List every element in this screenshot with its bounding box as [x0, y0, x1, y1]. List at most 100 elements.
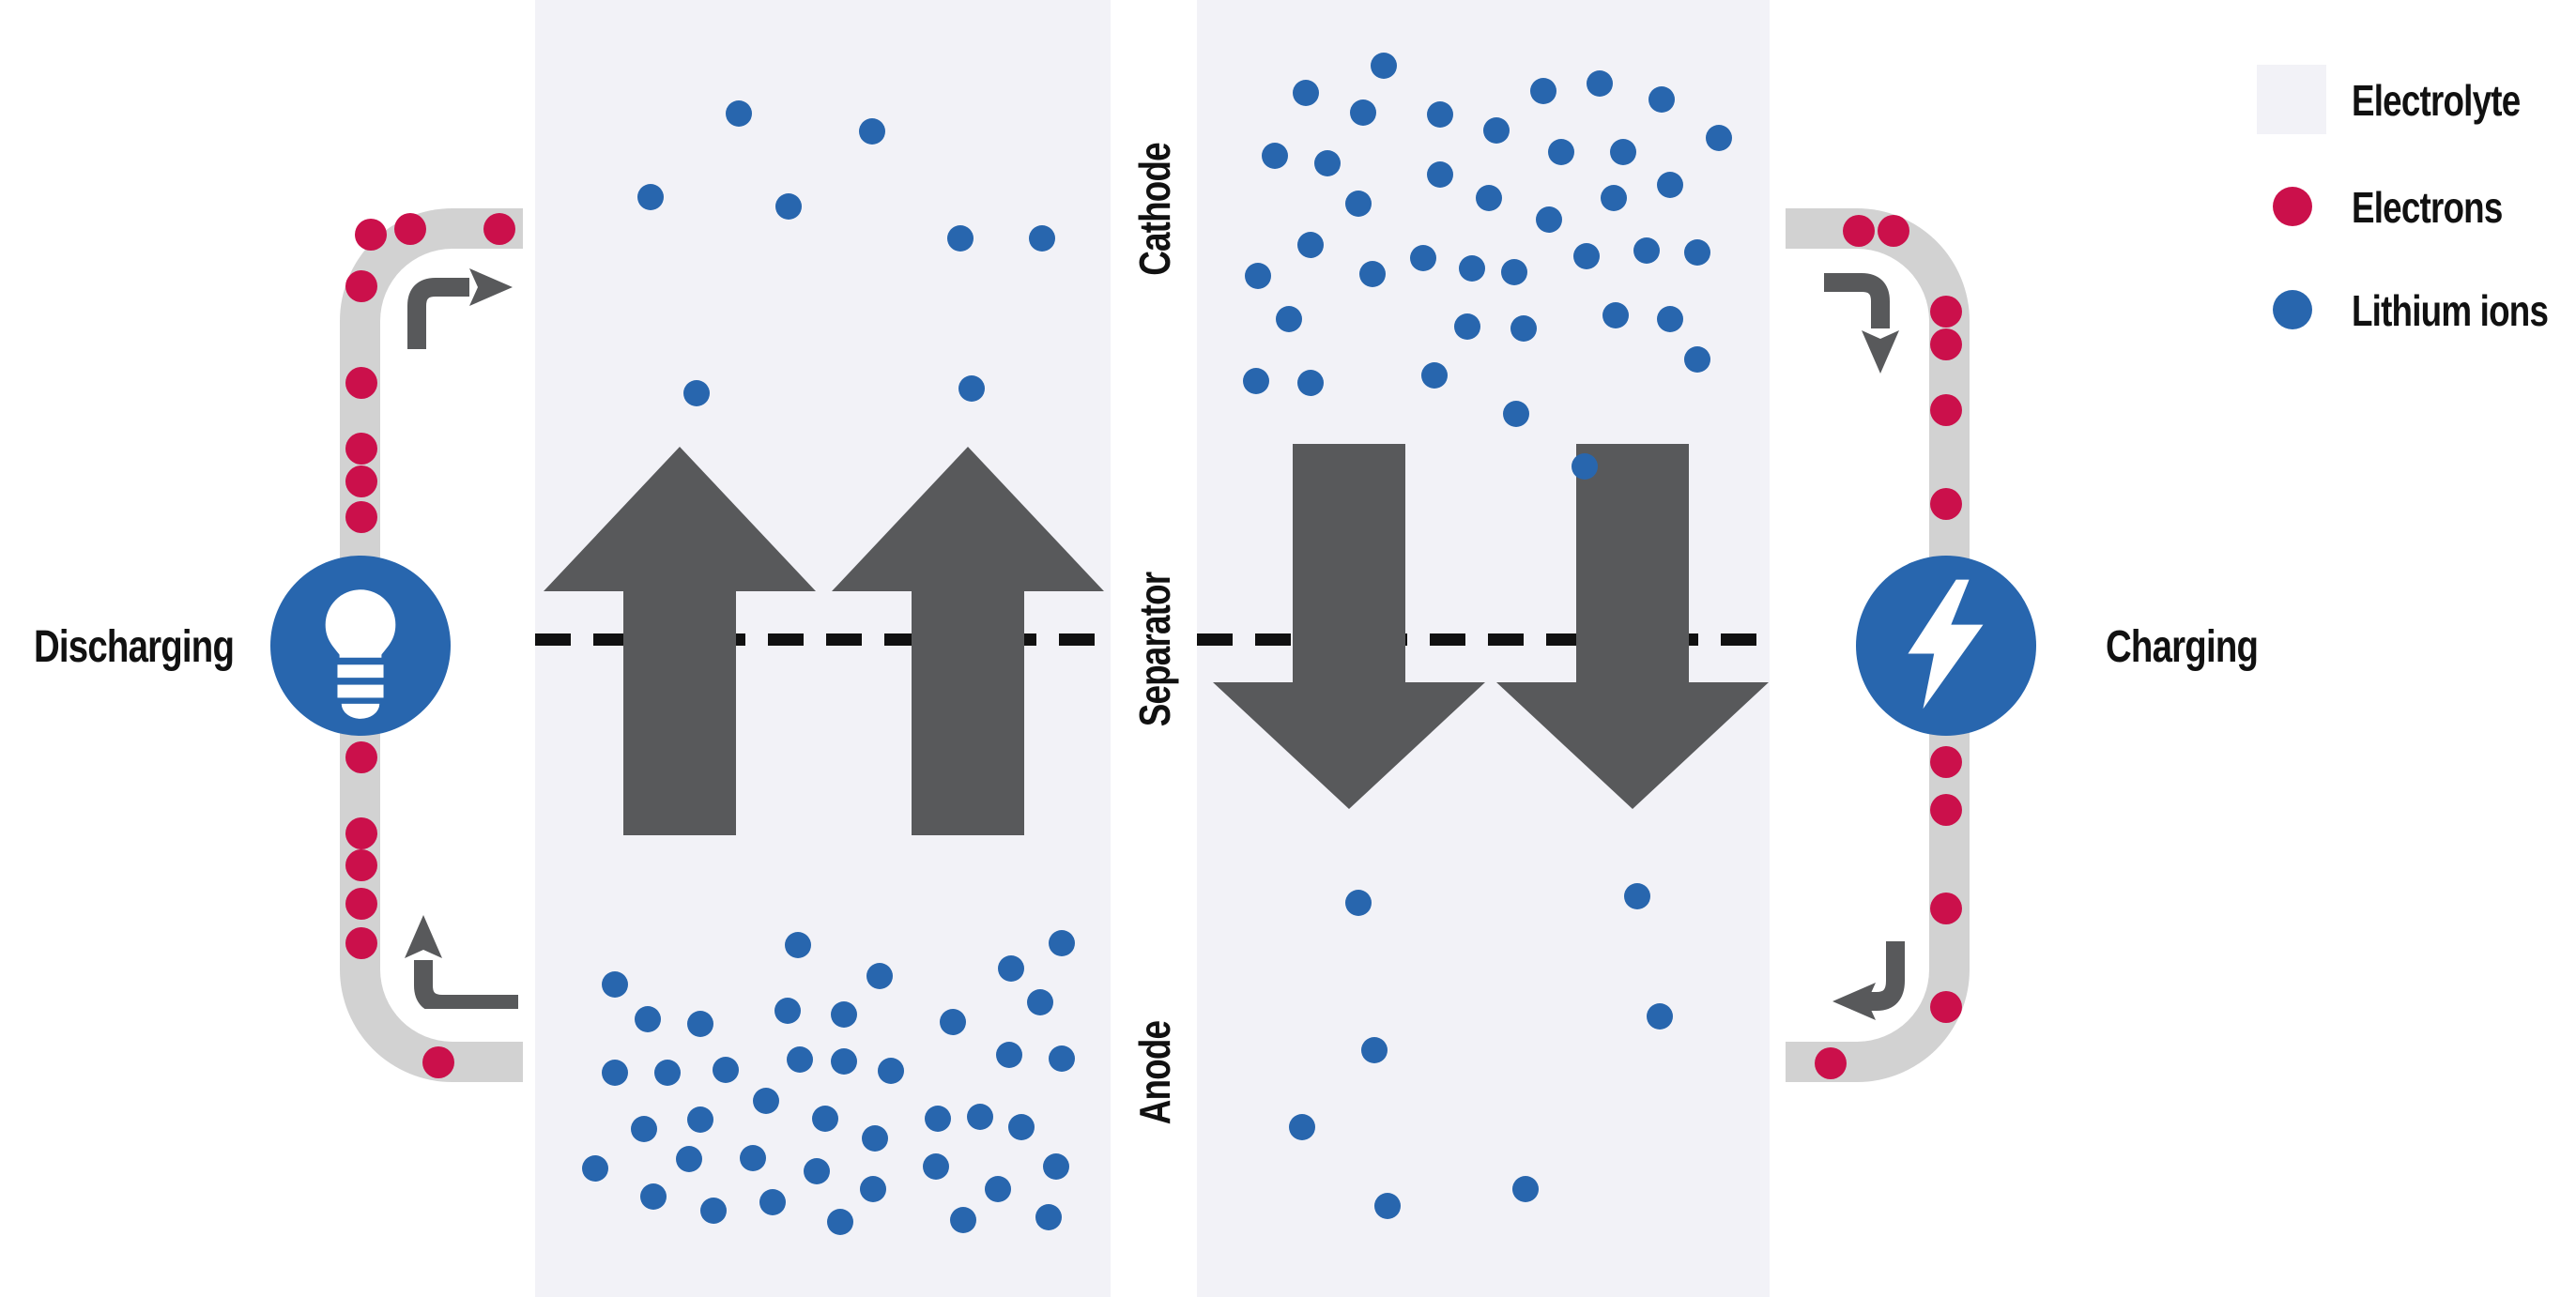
electron-dot	[483, 213, 515, 245]
electron-dot	[1930, 746, 1962, 778]
lithium-dot	[1657, 306, 1683, 332]
lithium-dot	[1512, 1176, 1539, 1202]
legend-label: Electrolyte	[2352, 76, 2521, 125]
separator-label: Separator	[1130, 572, 1179, 727]
lithium-dot	[1427, 161, 1453, 188]
lithium-dot	[1361, 1037, 1388, 1063]
lithium-dot	[1684, 239, 1710, 266]
lithium-dot	[1573, 243, 1600, 269]
lithium-dot	[1314, 150, 1341, 176]
lithium-dot	[866, 963, 893, 989]
electron-dot	[355, 219, 387, 251]
lithium-dot	[740, 1145, 766, 1171]
lithium-dot	[713, 1057, 739, 1083]
lithium-dot	[1459, 255, 1485, 282]
lithium-dot	[640, 1183, 667, 1210]
electron-dot	[345, 849, 377, 881]
lithium-dot	[804, 1158, 830, 1184]
lithium-dot	[1427, 101, 1453, 128]
lithium-dot	[998, 955, 1024, 982]
lithium-dot	[831, 1001, 857, 1028]
lithium-dot	[1297, 370, 1324, 396]
ion-flow-down-arrow-1	[1213, 444, 1485, 809]
lithium-dot	[1371, 53, 1397, 79]
lithium-dot	[1610, 139, 1636, 165]
lithium-dot	[1476, 185, 1502, 211]
lithium-dot	[1262, 143, 1288, 169]
lithium-dot	[775, 193, 802, 220]
lithium-dot	[1572, 453, 1598, 480]
electron-dot	[1843, 215, 1875, 247]
lithium-dot	[1043, 1153, 1069, 1180]
lithium-dot	[1289, 1114, 1315, 1140]
current-direction-arrow-bottom-right	[1832, 941, 1905, 1020]
lithium-dot	[774, 998, 801, 1024]
discharging-label: Discharging	[34, 622, 235, 672]
lithium-dot	[1008, 1114, 1035, 1140]
lithium-dot	[787, 1046, 813, 1073]
lithium-dot	[827, 1209, 853, 1235]
electron-dot	[345, 433, 377, 465]
lithium-dot	[1049, 930, 1075, 956]
electron-dot	[1815, 1047, 1847, 1079]
lithium-dot	[860, 1176, 886, 1202]
electron-dot	[1930, 394, 1962, 426]
lithium-dot	[1657, 172, 1683, 198]
lithium-dot	[1243, 368, 1269, 394]
lithium-dot	[1510, 315, 1537, 342]
ion-flow-up-arrow-1	[544, 447, 816, 835]
lithium-dot	[1345, 191, 1372, 217]
electron-dot	[345, 888, 377, 920]
lithium-dot	[985, 1176, 1011, 1202]
lithium-dot	[582, 1155, 608, 1182]
lithium-dot	[925, 1106, 951, 1132]
lithium-dot	[687, 1011, 713, 1037]
light-bulb-icon	[325, 589, 396, 719]
lightning-bolt-icon	[1908, 579, 1984, 710]
lithium-dot	[1027, 989, 1053, 1015]
lithium-dot	[602, 1060, 628, 1086]
lithium-dot	[947, 225, 974, 252]
electron-dot	[1930, 794, 1962, 826]
lithium-dot	[1633, 237, 1660, 264]
lithium-dot	[1350, 99, 1376, 126]
lithium-dot	[1421, 362, 1448, 389]
lithium-dot	[785, 932, 811, 958]
lithium-dot	[1501, 259, 1527, 285]
lithium-dot	[602, 971, 628, 998]
current-direction-arrow-bottom-left	[405, 915, 518, 1009]
electron-dot	[1930, 296, 1962, 328]
electron-dot	[345, 270, 377, 302]
lithium-dot	[1601, 185, 1627, 211]
lithium-dot	[759, 1189, 786, 1215]
lithium-dot	[637, 184, 664, 210]
lithium-dot	[1602, 302, 1629, 328]
electron-swatch	[2273, 187, 2312, 226]
lithium-dot	[683, 380, 710, 406]
electrolyte-swatch	[2257, 65, 2326, 134]
electron-dot	[345, 367, 377, 399]
lithium-dot	[812, 1106, 838, 1132]
lithium-dot	[1029, 225, 1055, 252]
lithium-dot	[1293, 80, 1319, 106]
ion-flow-down-arrow-2	[1496, 444, 1769, 809]
lithium-dot	[1410, 245, 1436, 271]
lithium-dot	[923, 1153, 949, 1180]
lithium-dot	[1706, 125, 1732, 151]
electron-dot	[1930, 991, 1962, 1023]
lithium-dot	[878, 1058, 904, 1084]
lithium-dot	[1503, 401, 1529, 427]
electron-dot	[394, 213, 426, 245]
lithium-dot	[635, 1006, 661, 1032]
electron-dot	[345, 465, 377, 497]
lithium-dot	[1684, 346, 1710, 373]
lithium-dot	[1587, 70, 1613, 97]
electron-dot	[1930, 328, 1962, 360]
lithium-dot	[1624, 883, 1650, 909]
lithium-dot	[1035, 1204, 1062, 1230]
lithium-dot	[1483, 117, 1510, 144]
lithium-dot	[676, 1146, 702, 1172]
ion-flow-up-arrow-2	[832, 447, 1104, 835]
lithium-dot	[996, 1042, 1022, 1068]
